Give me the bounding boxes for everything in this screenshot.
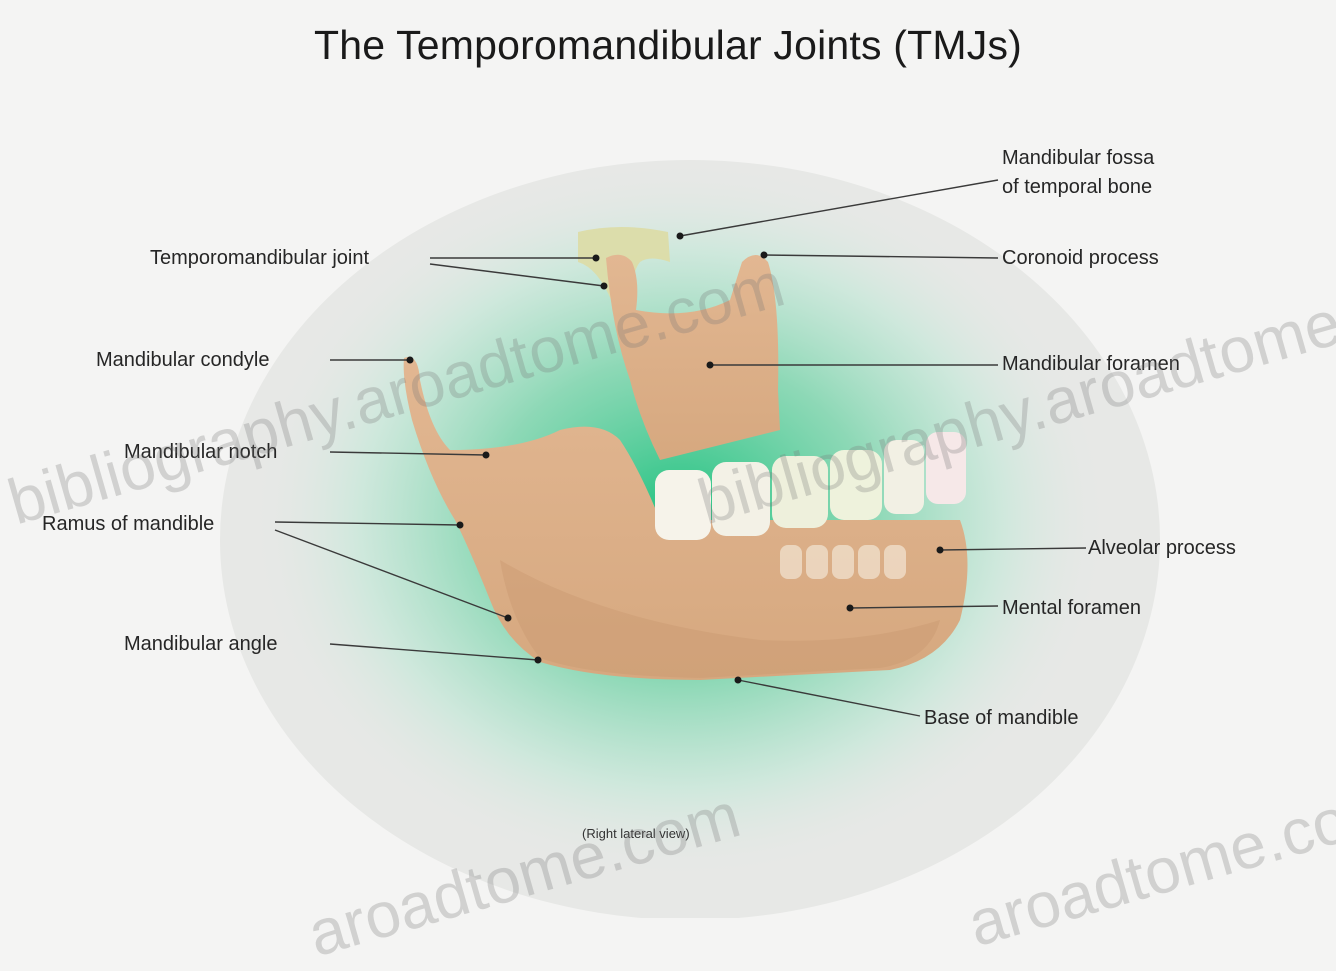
label-mental-foramen: Mental foramen <box>1002 596 1141 620</box>
label-coronoid-process: Coronoid process <box>1002 246 1159 270</box>
label-mandibular-angle: Mandibular angle <box>124 632 277 656</box>
label-mandibular-condyle: Mandibular condyle <box>96 348 269 372</box>
label-mandibular-fossa-line2: of temporal bone <box>1002 175 1152 199</box>
label-base-of-mandible: Base of mandible <box>924 706 1079 730</box>
diagram-stage: The Temporomandibular Joints (TMJs) Mand… <box>0 0 1336 918</box>
label-alveolar-process: Alveolar process <box>1088 536 1236 560</box>
page-title: The Temporomandibular Joints (TMJs) <box>0 22 1336 69</box>
label-temporomandibular-joint: Temporomandibular joint <box>150 246 369 270</box>
label-mandibular-fossa-line1: Mandibular fossa <box>1002 146 1154 170</box>
lower-teeth-roots <box>780 545 906 579</box>
